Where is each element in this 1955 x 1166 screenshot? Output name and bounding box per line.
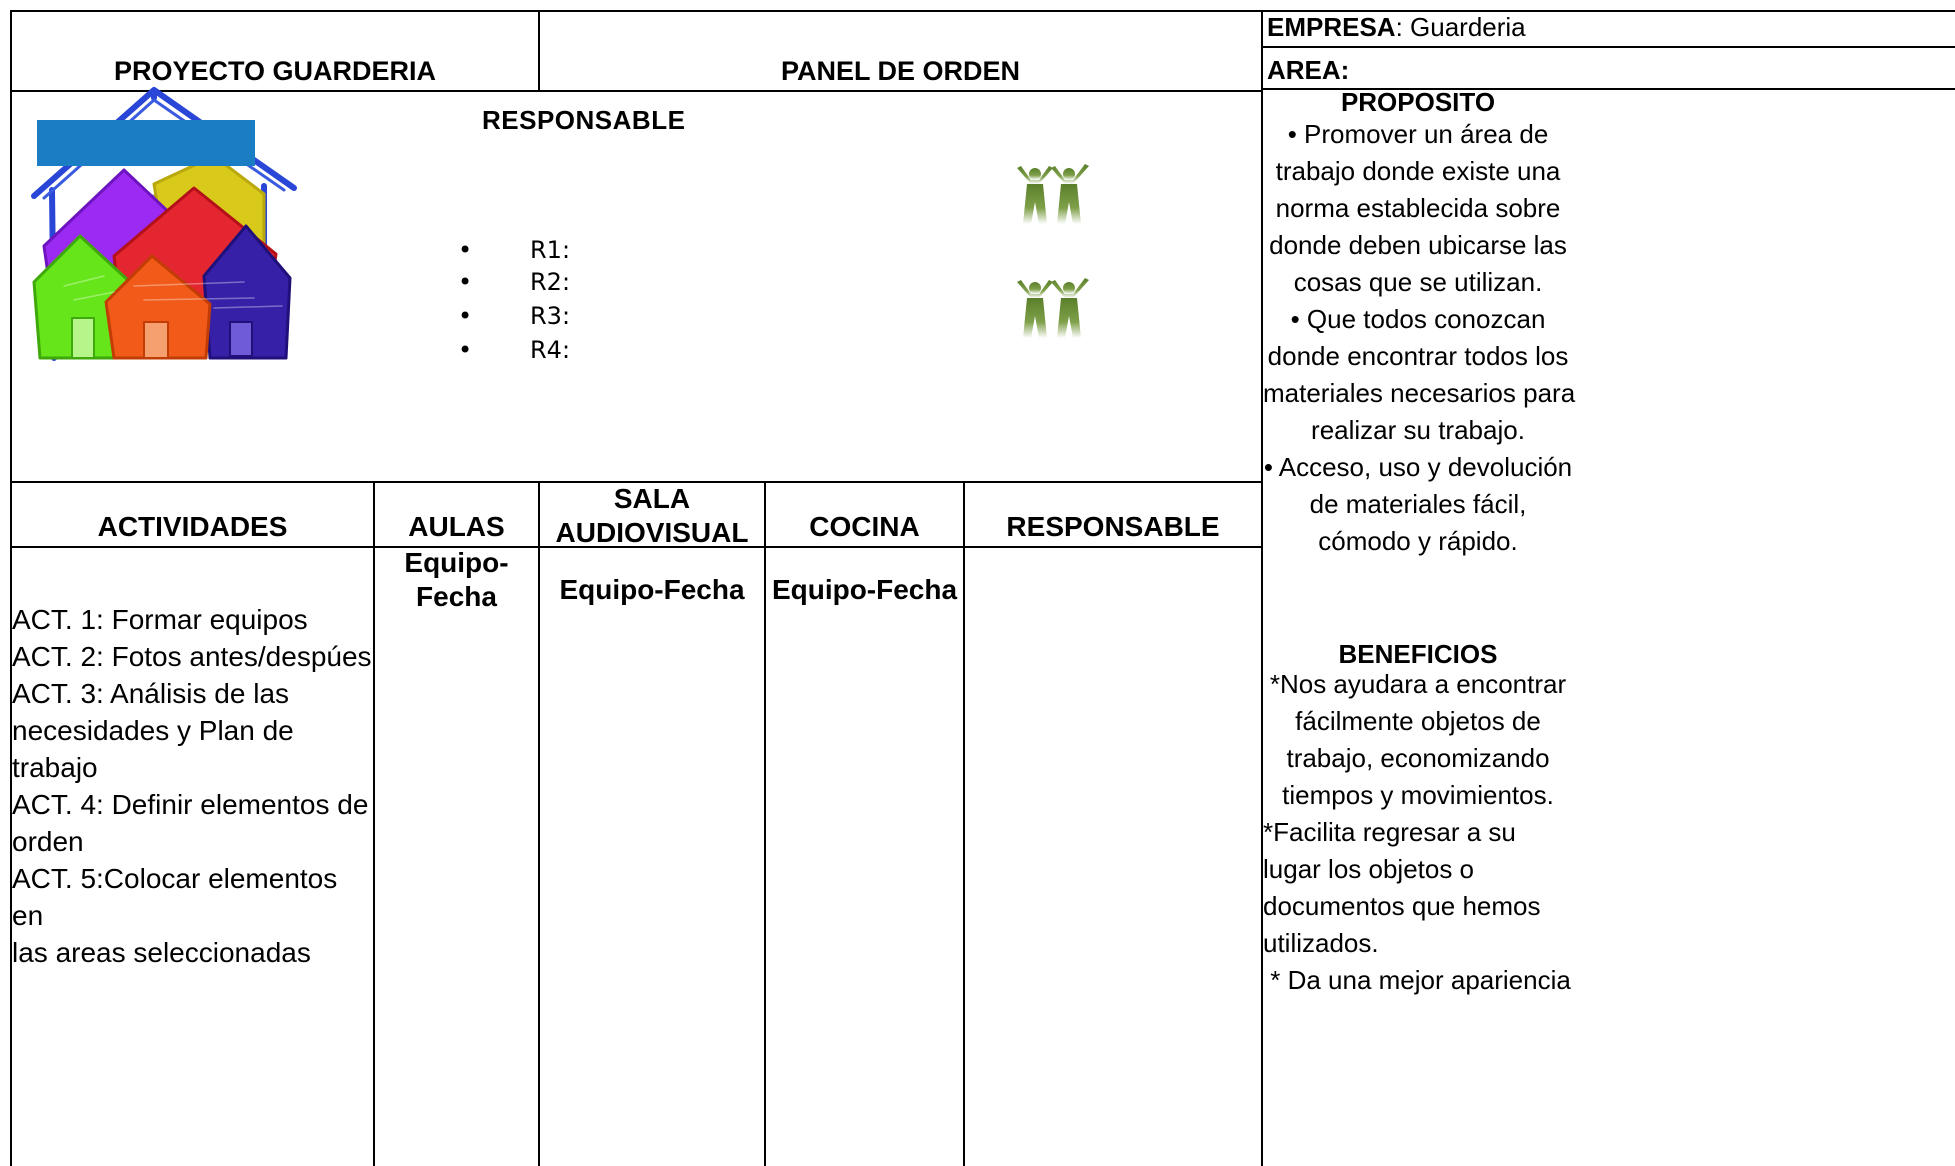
sala-subheader: Equipo-Fecha: [559, 574, 745, 605]
people-icon: [1017, 278, 1089, 338]
responsable-item: •R3:: [458, 302, 571, 330]
border-top: [10, 10, 1955, 12]
bullet-icon: •: [458, 268, 473, 296]
banner-shape: [37, 120, 255, 166]
bullet-icon: •: [458, 302, 473, 330]
area-label: AREA:: [1267, 55, 1350, 85]
col-header-responsable: RESPONSABLE: [1006, 511, 1220, 542]
table-header-bottom: [10, 546, 1263, 548]
col-divider-2: [538, 481, 540, 1166]
panel-title: PANEL DE ORDEN: [780, 56, 1021, 86]
col-header-actividades: ACTIVIDADES: [97, 511, 288, 542]
project-title: PROYECTO GUARDERIA: [113, 56, 437, 86]
list-item: ACT. 1: Formar equipos: [12, 604, 308, 635]
beneficios-title: BENEFICIOS: [1338, 639, 1498, 669]
list-item-cont: orden: [12, 826, 84, 857]
proposito-title: PROPOSITO: [1340, 87, 1496, 117]
list-item: ACT. 5:Colocar elementos en: [12, 863, 338, 931]
beneficios-text: *Nos ayudara a encontrar fácilmente obje…: [1269, 669, 1567, 810]
header-divider-1: [538, 10, 540, 92]
empresa-divider: [1261, 46, 1955, 48]
table-top: [10, 481, 1263, 483]
responsable-item: •R1:: [458, 236, 571, 264]
sala-line-1: SALA: [613, 483, 691, 514]
sala-line-2: AUDIOVISUAL: [555, 517, 749, 548]
list-item: ACT. 3: Análisis de las: [12, 678, 290, 709]
empresa-label: EMPRESA: [1267, 12, 1396, 42]
people-icon: [1017, 164, 1089, 224]
empresa-value: : Guarderia: [1395, 12, 1526, 42]
beneficios-text-left: *Facilita regresar a su lugar los objeto…: [1263, 817, 1571, 995]
bullet-icon: •: [458, 336, 473, 364]
responsable-item: •R2:: [458, 268, 571, 296]
col-header-aulas: AULAS: [408, 511, 505, 542]
col-divider-5: [1261, 481, 1263, 1166]
list-item: ACT. 2: Fotos antes/despúes: [12, 641, 372, 672]
border-left: [10, 10, 12, 1166]
empresa-field: EMPRESA: Guarderia: [1267, 12, 1526, 43]
col-header-cocina: COCINA: [809, 511, 920, 542]
houses-drawing-icon: [31, 87, 297, 361]
header-bottom: [10, 90, 1263, 92]
col-divider-4: [963, 481, 965, 1166]
responsable-item: •R4:: [458, 336, 571, 364]
aulas-subheader: Equipo- Fecha: [404, 547, 509, 612]
activities-list: ACT. 1: Formar equipos ACT. 2: Fotos ant…: [12, 601, 372, 971]
header-divider-2: [1261, 10, 1263, 481]
proposito-text: • Promover un área de trabajo donde exis…: [1263, 119, 1576, 556]
area-bottom: [1261, 88, 1955, 90]
cocina-subheader: Equipo-Fecha: [771, 574, 958, 605]
list-item-cont: las areas seleccionadas: [12, 937, 311, 968]
responsable-title: RESPONSABLE: [482, 105, 686, 135]
list-item: ACT. 4: Definir elementos de: [12, 789, 369, 820]
col-header-sala-audiovisual: SALA AUDIOVISUAL: [540, 482, 764, 550]
col-divider-3: [764, 481, 766, 1166]
list-item-cont: necesidades y Plan de trabajo: [12, 715, 294, 783]
col-divider-1: [373, 481, 375, 1166]
bullet-icon: •: [458, 236, 473, 264]
